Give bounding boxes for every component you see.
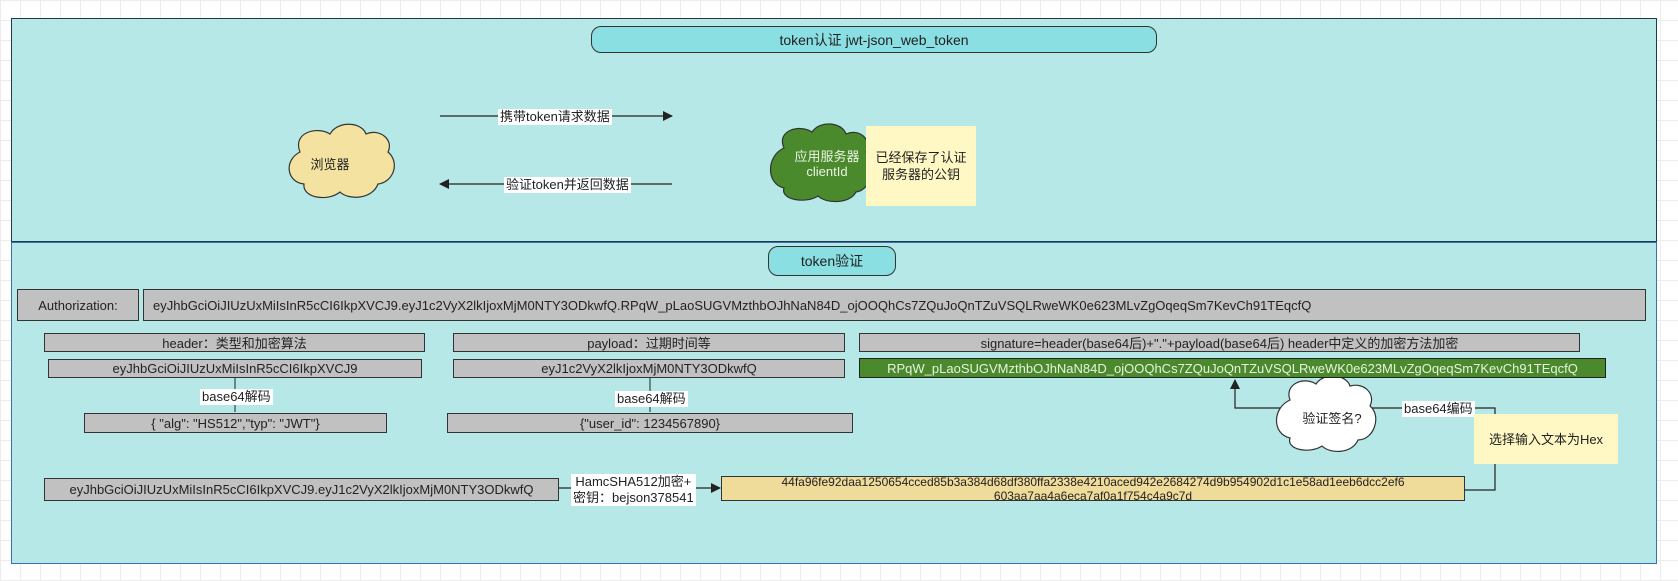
server-name: 应用服务器 (794, 149, 860, 164)
hmac-hash-output: 44fa96fe92daa1250654cced85b3a384d68df380… (721, 476, 1465, 501)
verify-signature-label: 验证签名? (1302, 411, 1362, 426)
payload-title: payload：过期时间等 (453, 333, 845, 352)
header-decoded: { "alg": "HS512","typ": "JWT"} (84, 413, 387, 433)
encode-path (1230, 379, 1496, 491)
authorization-label: Authorization: (17, 289, 139, 321)
header-title: header：类型和加密算法 (44, 333, 425, 352)
payload-decode-label: base64解码 (615, 391, 688, 407)
server-client-id: clientId (806, 164, 848, 179)
hmac-method: HamcSHA512加密+ (575, 474, 692, 489)
public-key-note: 已经保存了认证 服务器的公钥 (866, 126, 976, 206)
hmac-input-text: eyJhbGciOiJIUzUxMiIsInR5cCI6IkpXVCJ9.eyJ… (44, 478, 559, 501)
hmac-key: 密钥：bejson378541 (573, 490, 694, 505)
header-decode-label: base64解码 (200, 389, 273, 405)
hash-line-2: 603aa7aa4a6eca7af0a1f754c4a9c7d (993, 488, 1193, 501)
hash-line-1: 44fa96fe92daa1250654cced85b3a384d68df380… (781, 476, 1405, 489)
browser-cloud (288, 123, 395, 199)
hmac-label: HamcSHA512加密+ 密钥：bejson378541 (571, 474, 696, 506)
note-line-2: 服务器的公钥 (881, 167, 960, 182)
header-encoded: eyJhbGciOiJIUzUxMiIsInR5cCI6IkpXVCJ9 (48, 359, 422, 378)
payload-decoded: {"user_id": 1234567890} (447, 413, 853, 433)
jwt-title: token认证 jwt-json_web_token (591, 26, 1157, 53)
note-line-1: 已经保存了认证 (875, 150, 967, 165)
browser-label: 浏览器 (310, 157, 350, 172)
signature-value: RPqW_pLaoSUGVMzthbOJhNaN84D_ojOOQhCs7ZQu… (859, 358, 1606, 378)
server-label: 应用服务器 clientId (772, 149, 882, 179)
payload-encoded: eyJ1c2VyX2lkIjoxMjM0NTY3ODkwfQ (453, 359, 845, 378)
base64-encode-label: base64编码 (1402, 401, 1475, 417)
response-arrow-label: 验证token并返回数据 (504, 177, 631, 193)
hex-note: 选择输入文本为Hex (1474, 414, 1618, 464)
verify-cloud (1276, 375, 1377, 452)
signature-title: signature=header(base64后)+"."+payload(ba… (859, 333, 1580, 352)
authorization-value: eyJhbGciOiJIUzUxMiIsInR5cCI6IkpXVCJ9.eyJ… (143, 289, 1646, 321)
request-arrow-label: 携带token请求数据 (498, 109, 612, 125)
token-verify-title: token验证 (768, 246, 896, 276)
